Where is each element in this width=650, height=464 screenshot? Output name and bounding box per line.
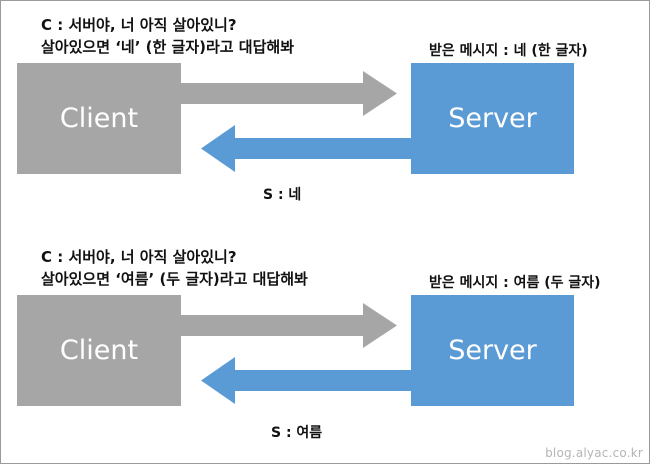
client-node-1: Client (17, 63, 181, 174)
client-to-server-arrow-icon-2 (173, 303, 397, 348)
client-node-label: Client (59, 335, 139, 366)
client-message-line2: 살아있으면 ‘네’ (한 글자)라고 대답해봐 (41, 37, 294, 56)
server-reply-caption-2: S : 여름 (271, 425, 323, 441)
client-message-caption-1: C : 서버야, 너 아직 살아있니? 살아있으면 ‘네’ (한 글자)라고 대… (41, 15, 294, 59)
server-node-1: Server (411, 63, 574, 174)
client-message-line2: 살아있으면 ‘여름’ (두 글자)라고 대답해봐 (41, 269, 308, 288)
server-reply-caption-1: S : 네 (263, 187, 302, 203)
exchange-block-one-char: C : 서버야, 너 아직 살아있니? 살아있으면 ‘네’ (한 글자)라고 대… (1, 1, 649, 233)
client-node-label: Client (59, 103, 139, 134)
client-message-caption-2: C : 서버야, 너 아직 살아있니? 살아있으면 ‘여름’ (두 글자)라고 … (41, 247, 308, 291)
client-to-server-arrow-icon-1 (173, 71, 397, 116)
server-node-label: Server (448, 335, 537, 366)
client-message-line1: C : 서버야, 너 아직 살아있니? (41, 248, 237, 266)
watermark-label: blog.alyac.co.kr (545, 446, 643, 460)
client-message-line1: C : 서버야, 너 아직 살아있니? (41, 16, 237, 34)
client-node-2: Client (17, 295, 181, 406)
server-node-label: Server (448, 103, 537, 134)
server-received-caption-2: 받은 메시지 : 여름 (두 글자) (429, 275, 601, 291)
server-node-2: Server (411, 295, 574, 406)
exchange-block-two-chars: C : 서버야, 너 아직 살아있니? 살아있으면 ‘여름’ (두 글자)라고 … (1, 233, 649, 463)
server-to-client-arrow-icon-1 (201, 125, 417, 172)
server-received-caption-1: 받은 메시지 : 네 (한 글자) (429, 43, 588, 59)
server-to-client-arrow-icon-2 (201, 357, 417, 404)
